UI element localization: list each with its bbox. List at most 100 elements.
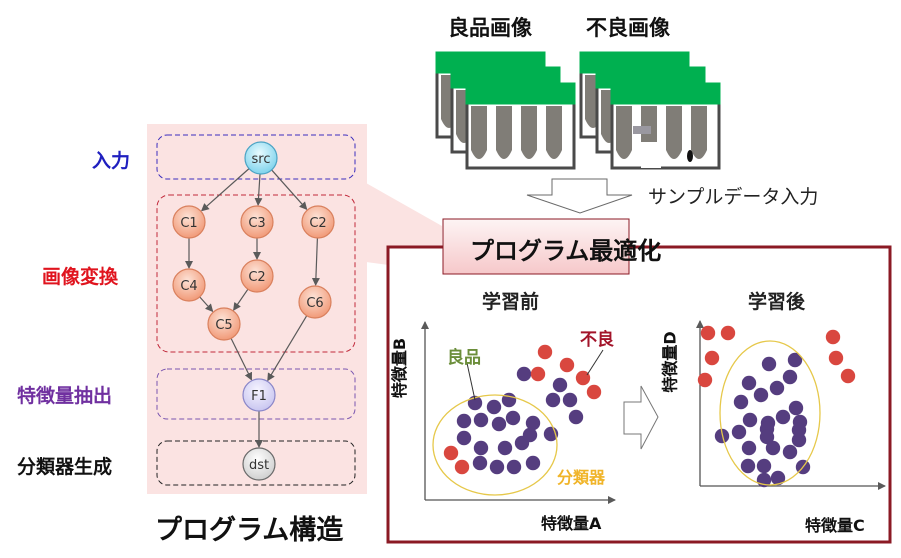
good-point xyxy=(562,392,578,408)
stage-box-transform xyxy=(156,194,356,353)
classifier-boundary xyxy=(719,340,821,486)
bad-point xyxy=(454,459,470,475)
right-arrow-icon xyxy=(623,385,659,450)
bad-point xyxy=(586,384,602,400)
edge-c6-f1 xyxy=(267,315,308,382)
finger-pattern xyxy=(521,106,537,159)
node-c2b: C2 xyxy=(240,259,274,293)
bad-leader-line xyxy=(586,349,604,376)
edge-c4-c5 xyxy=(199,296,214,313)
good-point xyxy=(733,394,749,410)
good-point xyxy=(568,409,584,425)
good-image-stack xyxy=(435,51,576,170)
good-point xyxy=(525,455,541,471)
node-label: dst xyxy=(249,458,269,473)
good-annotation: 良品 xyxy=(447,348,481,368)
node-label: C6 xyxy=(306,296,323,311)
good-point xyxy=(472,455,488,471)
good-point xyxy=(731,424,747,440)
classifier-boundary xyxy=(432,394,558,496)
good-point xyxy=(740,458,756,474)
scatter-before xyxy=(421,321,616,504)
good-point xyxy=(489,459,505,475)
node-dst: dst xyxy=(242,447,276,481)
bad-point xyxy=(697,372,713,388)
bad-images-label: 不良画像 xyxy=(586,16,670,40)
good-point xyxy=(473,440,489,456)
node-label: C4 xyxy=(180,279,197,294)
good-images-label: 良品画像 xyxy=(448,16,532,40)
good-point xyxy=(765,440,781,456)
sample-input-label: サンプルデータ入力 xyxy=(648,186,819,208)
node-label: src xyxy=(252,152,271,167)
good-point xyxy=(791,422,807,438)
good-point xyxy=(759,429,775,445)
good-point xyxy=(753,387,769,403)
node-src: src xyxy=(244,141,278,175)
bad-point xyxy=(704,350,720,366)
node-c3: C3 xyxy=(240,205,274,239)
stage-box-feature xyxy=(156,368,356,420)
good-point xyxy=(497,440,513,456)
good-point xyxy=(742,412,758,428)
good-point xyxy=(791,432,807,448)
good-point xyxy=(787,352,803,368)
scatter-after xyxy=(696,320,886,490)
good-point xyxy=(506,459,522,475)
after-title: 学習後 xyxy=(748,291,806,313)
good-leader-line xyxy=(466,362,476,401)
good-point xyxy=(775,409,791,425)
good-point xyxy=(467,395,483,411)
after-xlabel: 特徴量C xyxy=(805,516,865,535)
good-point xyxy=(756,458,772,474)
node-label: F1 xyxy=(251,389,267,404)
node-f1: F1 xyxy=(242,378,276,412)
optimization-title: プログラム最適化 xyxy=(470,237,662,265)
good-point xyxy=(545,392,561,408)
good-point xyxy=(456,430,472,446)
good-point xyxy=(522,427,538,443)
sample-image-card xyxy=(610,82,721,170)
edge-c2b-c5 xyxy=(233,288,249,311)
node-c4: C4 xyxy=(172,268,206,302)
stage-label-classifier: 分類器生成 xyxy=(17,456,113,478)
finger-pattern xyxy=(471,106,487,159)
edge-c5-f1 xyxy=(230,338,253,381)
good-point xyxy=(525,415,541,431)
good-point xyxy=(473,412,489,428)
bad-point xyxy=(840,368,856,384)
bad-point xyxy=(700,325,716,341)
edge-src-c2a xyxy=(271,169,308,211)
node-c2a: C2 xyxy=(301,205,335,239)
finger-pattern xyxy=(666,106,682,159)
node-label: C2 xyxy=(309,216,326,231)
sample-image-card xyxy=(465,82,576,170)
after-ylabel: 特徴量D xyxy=(660,331,680,393)
node-c1: C1 xyxy=(172,205,206,239)
good-point xyxy=(782,444,798,460)
graph-edges xyxy=(185,168,320,448)
node-label: C5 xyxy=(215,318,232,333)
good-point xyxy=(769,380,785,396)
edge-src-c1 xyxy=(200,168,250,212)
edge-c2a-c6 xyxy=(311,237,320,287)
good-point xyxy=(516,366,532,382)
spot-defect xyxy=(687,150,693,162)
good-point xyxy=(491,416,507,432)
optimization-title-box xyxy=(442,218,630,275)
node-c5: C5 xyxy=(207,307,241,341)
bad-point xyxy=(825,329,841,345)
stage-label-input: 入力 xyxy=(92,150,131,172)
green-header xyxy=(465,82,576,105)
finger-pattern xyxy=(616,106,632,159)
good-point xyxy=(741,375,757,391)
good-point xyxy=(782,369,798,385)
bad-annotation: 不良 xyxy=(580,330,614,350)
good-point xyxy=(505,410,521,426)
stage-label-transform: 画像変換 xyxy=(42,266,119,288)
node-label: C2 xyxy=(248,270,265,285)
program-structure-panel xyxy=(147,124,367,494)
break-defect xyxy=(641,142,661,168)
